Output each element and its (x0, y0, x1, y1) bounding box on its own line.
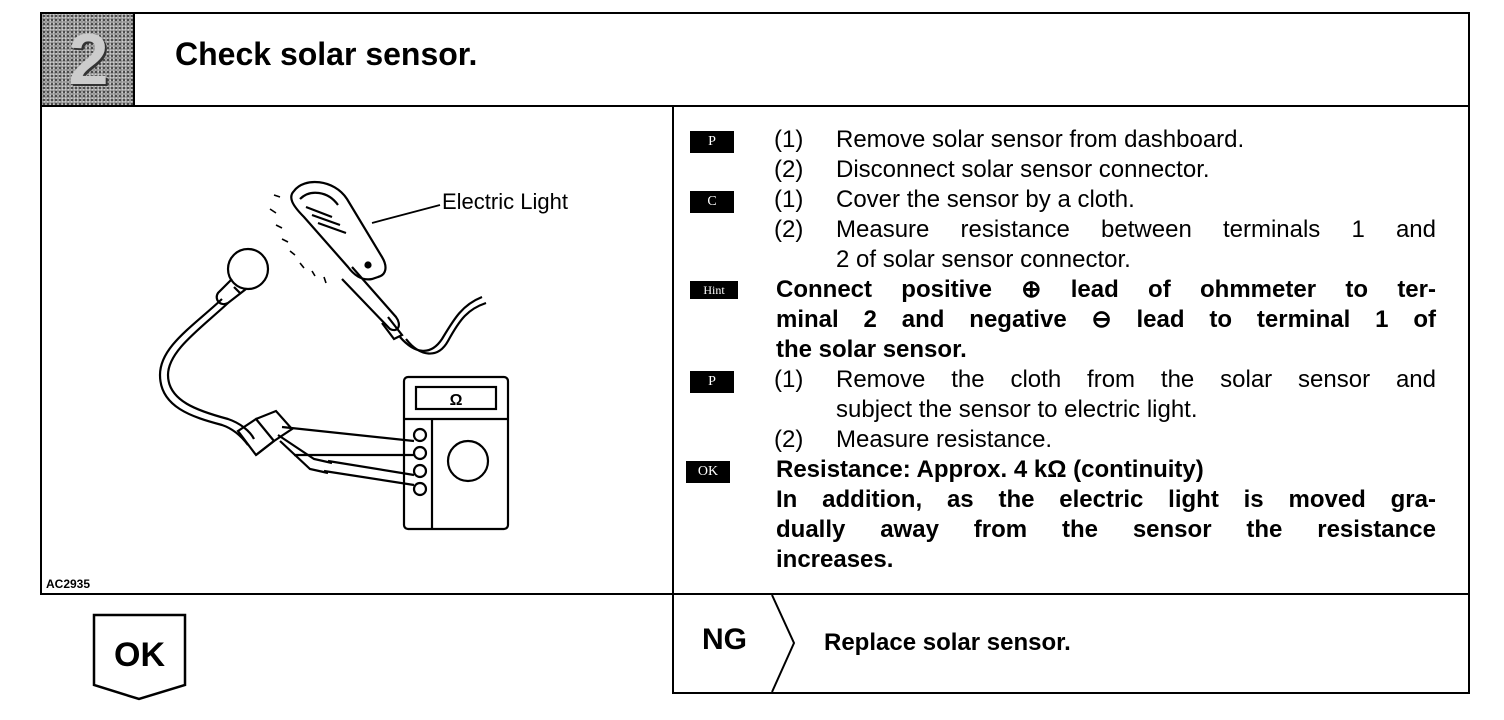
figure-id: AC2935 (46, 577, 91, 591)
ng-label: NG (702, 623, 747, 656)
electric-light-icon (269, 180, 487, 355)
spec-text: Resistance: Approx. 4 kΩ (continuity) (776, 456, 1204, 483)
step-num: (2) (774, 216, 804, 243)
ng-result-box: NG Replace solar sensor. (672, 595, 1470, 694)
ohmmeter-icon (402, 375, 510, 531)
step-num: (2) (774, 156, 804, 183)
ok-arrow-badge (92, 613, 187, 701)
step-num: (1) (774, 186, 804, 213)
step-number-box: 2 (42, 14, 135, 105)
instruction-text: Measure resistance between terminals 1 a… (836, 216, 1436, 243)
tag-hint: Hint (690, 281, 738, 299)
tag-ok: OK (686, 461, 730, 483)
tag-p: P (690, 131, 734, 153)
step-num: (1) (774, 366, 804, 393)
step-number: 2 (68, 19, 108, 100)
spec-text: In addition, as the electric light is mo… (776, 486, 1436, 513)
step-header: 2 Check solar sensor. (42, 14, 1468, 107)
hint-text: Connect positive ⊕ lead of ohmmeter to t… (776, 276, 1436, 303)
procedure-frame: 2 Check solar sensor. (40, 12, 1470, 595)
ng-chevron-icon (771, 595, 796, 692)
solar-sensor-test-illustration: Ω (158, 180, 510, 531)
step-num: (2) (774, 426, 804, 453)
step-num: (1) (774, 126, 804, 153)
ok-result-label: OK (114, 636, 165, 674)
spec-text: dually away from the sensor the resistan… (776, 516, 1436, 543)
instruction-text: Measure resistance. (836, 426, 1053, 453)
instruction-text: Remove solar sensor from dashboard. (836, 126, 1245, 153)
instruction-text: Remove the cloth from the solar sensor a… (836, 366, 1436, 393)
instruction-text: 2 of solar sensor connector. (836, 246, 1131, 273)
meter-ohm-symbol: Ω (450, 392, 463, 409)
instruction-text: Cover the sensor by a cloth. (836, 186, 1135, 213)
hint-text: minal 2 and negative ⊖ lead to terminal … (776, 306, 1436, 333)
instructions-panel: P (1) Remove solar sensor from dashboard… (674, 107, 1470, 595)
sensor-connector-icon (236, 409, 415, 487)
tag-c: C (690, 191, 734, 213)
spec-text: increases. (776, 546, 894, 573)
ng-action: Replace solar sensor. (824, 629, 1071, 656)
tag-p: P (690, 371, 734, 393)
illustration-panel: Ω Electric Light AC2935 (42, 107, 674, 595)
electric-light-label: Electric Light (442, 189, 568, 214)
instruction-text: subject the sensor to electric light. (836, 396, 1198, 423)
solar-sensor-icon (158, 247, 270, 446)
hint-text: the solar sensor. (776, 336, 967, 363)
instruction-text: Disconnect solar sensor connector. (836, 156, 1210, 183)
step-title: Check solar sensor. (175, 36, 478, 72)
